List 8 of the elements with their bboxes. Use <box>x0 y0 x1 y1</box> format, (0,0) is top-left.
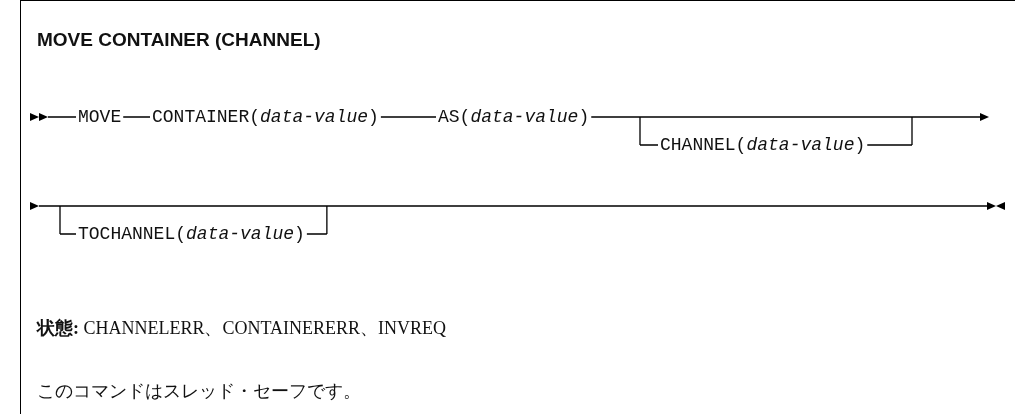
keyword-label: AS(data-value) <box>438 107 590 127</box>
note-text: このコマンドはスレッド・セーフです。 <box>37 380 361 403</box>
status-text: 状態: CHANNELERR、CONTAINERERR、INVREQ <box>37 317 447 340</box>
keyword-label: CONTAINER(data-value) <box>152 107 379 127</box>
option-label: CHANNEL(data-value) <box>660 135 866 155</box>
keyword-label: MOVE <box>78 107 122 127</box>
option-label: TOCHANNEL(data-value) <box>78 224 305 244</box>
heading: MOVE CONTAINER (CHANNEL) <box>37 29 321 51</box>
